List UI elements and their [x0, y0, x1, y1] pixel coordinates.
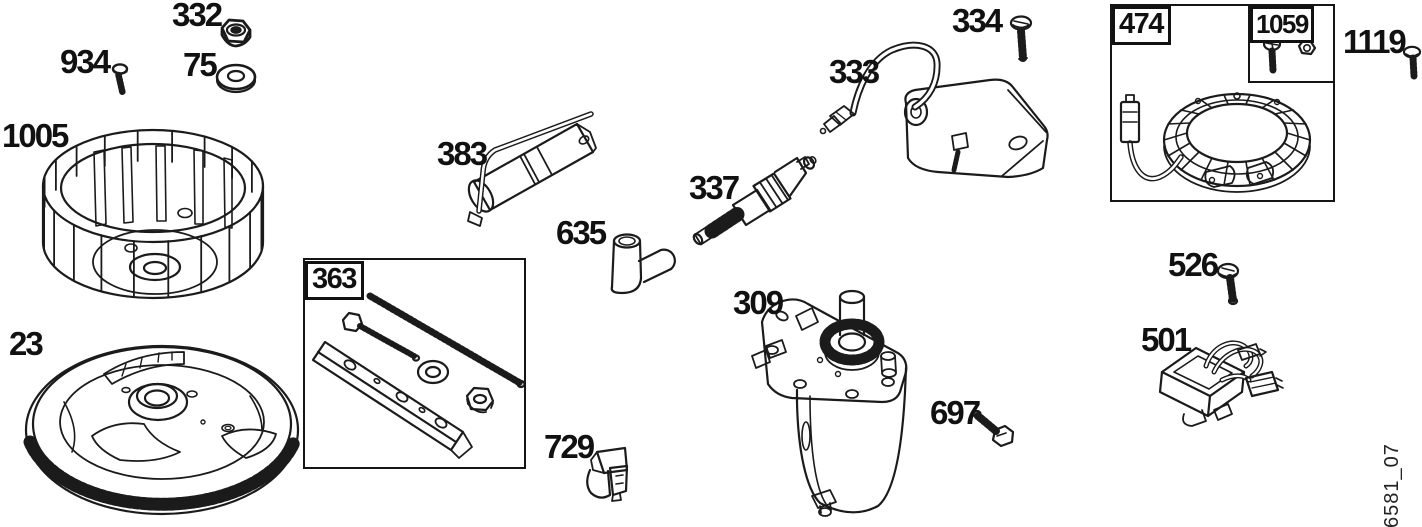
- part-75-washer: [215, 63, 257, 94]
- callout-474: 474: [1112, 6, 1171, 45]
- part-526-screw: [1216, 262, 1240, 306]
- part-333-ignition-coil: [819, 41, 1049, 179]
- callout-383: 383: [437, 135, 488, 172]
- callout-309: 309: [733, 284, 784, 321]
- part-334-screw: [1009, 15, 1033, 62]
- callout-337: 337: [689, 169, 740, 206]
- callout-1059: 1059: [1250, 6, 1314, 43]
- callout-934: 934: [60, 43, 111, 80]
- part-332-nut: [220, 18, 252, 48]
- callout-729: 729: [544, 428, 595, 465]
- callout-1119: 1119: [1343, 23, 1407, 60]
- callout-501: 501: [1141, 321, 1192, 358]
- callout-75: 75: [183, 46, 218, 83]
- part-363-stud-kit: [311, 292, 526, 459]
- part-309-starter-motor: [751, 289, 908, 517]
- callout-635: 635: [556, 214, 607, 251]
- callout-1005: 1005: [2, 117, 69, 154]
- group-box-363: [303, 258, 526, 469]
- part-729-cover-clip: [586, 446, 629, 502]
- part-635-elbow-tube: [610, 233, 676, 295]
- part-1005-flywheel-fan: [41, 128, 265, 300]
- callout-334: 334: [952, 2, 1003, 39]
- callout-526: 526: [1168, 246, 1219, 283]
- group-box-1059: [1248, 4, 1335, 83]
- drawing-code: 6581_07: [1381, 443, 1403, 527]
- part-23-flywheel: [23, 344, 301, 516]
- part-337-spark-plug: [692, 155, 817, 246]
- part-697-bolt: [972, 409, 1015, 448]
- part-383-tube-assembly: [467, 111, 597, 227]
- group-box-474: [1110, 4, 1335, 202]
- callout-697: 697: [930, 394, 981, 431]
- callout-332: 332: [172, 0, 223, 33]
- callout-333: 333: [829, 53, 880, 90]
- callout-23: 23: [9, 325, 44, 362]
- part-1119-screw: [1402, 45, 1422, 80]
- part-474-stator: [1119, 92, 1312, 193]
- callout-363: 363: [305, 261, 364, 300]
- part-501-regulator: [1158, 340, 1284, 427]
- part-934-screw: [111, 63, 129, 96]
